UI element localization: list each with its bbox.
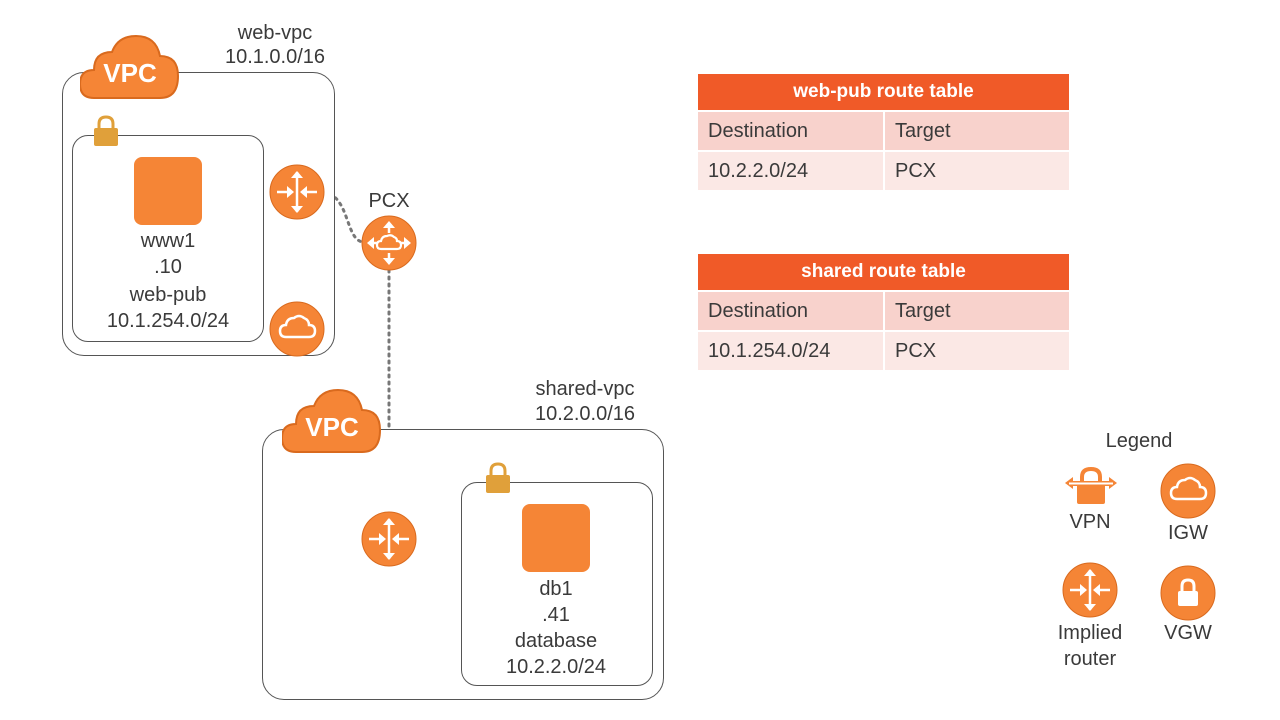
route-table-title: web-pub route table <box>698 74 1069 110</box>
pcx-label: PCX <box>368 190 410 212</box>
pcx-icon[interactable] <box>361 215 417 271</box>
web-vpc-cidr: 10.1.0.0/16 <box>224 46 326 68</box>
database-cidr: 10.2.2.0/24 <box>505 656 607 678</box>
vpn-icon <box>1063 466 1119 506</box>
www1-name: www1 <box>140 230 196 252</box>
target-cell: PCX <box>885 152 1069 190</box>
table-row: 10.2.2.0/24 PCX <box>698 152 1069 190</box>
web-pub-route-table: web-pub route table Destination Target 1… <box>698 74 1069 190</box>
shared-vpc-name: shared-vpc <box>535 378 635 400</box>
vpc-badge-label: VPC <box>103 58 157 88</box>
route-table-title: shared route table <box>698 254 1069 290</box>
db1-name: db1 <box>539 578 573 600</box>
cloud-vpc-icon: VPC <box>78 34 180 100</box>
vpc-badge-label: VPC <box>305 412 359 442</box>
route-table-header: Destination Target <box>698 292 1069 330</box>
router-icon[interactable] <box>269 164 325 220</box>
router-label-line1: Implied <box>1057 622 1123 644</box>
router-label-line2: router <box>1063 648 1117 670</box>
instance-icon[interactable] <box>522 504 590 572</box>
legend-title: Legend <box>1105 430 1173 452</box>
target-header: Target <box>885 292 1069 330</box>
lock-icon <box>484 462 512 494</box>
router-icon <box>1062 562 1118 618</box>
router-icon[interactable] <box>361 511 417 567</box>
web-pub-name: web-pub <box>129 284 207 306</box>
dest-cell: 10.1.254.0/24 <box>698 332 883 370</box>
target-header: Target <box>885 112 1069 150</box>
shared-route-table: shared route table Destination Target 10… <box>698 254 1069 370</box>
web-vpc-name: web-vpc <box>237 22 313 44</box>
instance-icon[interactable] <box>134 157 202 225</box>
db1-ip: .41 <box>542 604 570 626</box>
shared-vpc-cidr: 10.2.0.0/16 <box>534 403 636 425</box>
igw-cloud-icon <box>1160 463 1216 519</box>
web-pub-cidr: 10.1.254.0/24 <box>106 310 230 332</box>
vgw-lock-icon <box>1160 565 1216 621</box>
table-row: 10.1.254.0/24 PCX <box>698 332 1069 370</box>
database-name: database <box>514 630 598 652</box>
dest-header: Destination <box>698 292 883 330</box>
target-cell: PCX <box>885 332 1069 370</box>
igw-label: IGW <box>1168 522 1208 544</box>
vgw-label: VGW <box>1164 622 1212 644</box>
igw-cloud-icon[interactable] <box>269 301 325 357</box>
vpn-label: VPN <box>1069 511 1111 533</box>
dest-cell: 10.2.2.0/24 <box>698 152 883 190</box>
www1-ip: .10 <box>154 256 182 278</box>
lock-icon <box>92 115 120 147</box>
cloud-vpc-icon: VPC <box>280 388 382 454</box>
route-table-header: Destination Target <box>698 112 1069 150</box>
dest-header: Destination <box>698 112 883 150</box>
